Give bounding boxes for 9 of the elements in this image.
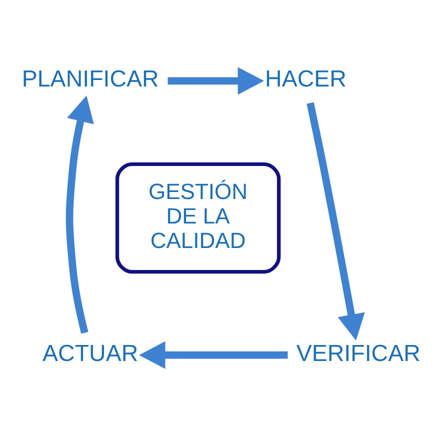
node-text: HACER	[265, 65, 346, 92]
node-box: GESTIÓN DE LA CALIDAD	[115, 162, 281, 274]
node-text: VERIFICAR	[296, 339, 420, 366]
node-text: ACTUAR	[42, 339, 138, 366]
arrow	[66, 95, 94, 334]
arrow	[306, 102, 365, 340]
arrow	[139, 340, 288, 368]
node-text: PLANIFICAR	[22, 65, 159, 92]
arrow	[168, 66, 264, 94]
